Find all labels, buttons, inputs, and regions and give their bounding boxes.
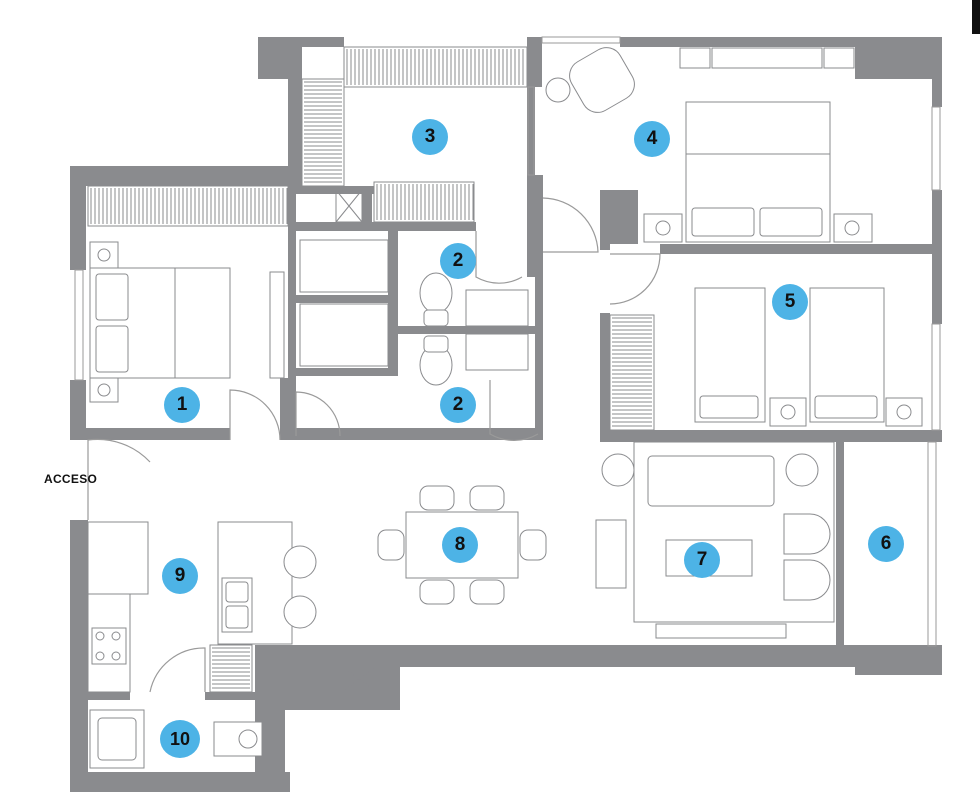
room-badge-3: 3 [412,119,448,155]
room-badge-8: 8 [442,527,478,563]
room-badge-10: 10 [160,720,200,758]
closet-hatching [90,49,652,689]
room-badge-5: 5 [772,284,808,320]
shafts [335,189,631,691]
furniture [87,47,923,769]
room-badge-7: 7 [684,542,720,578]
room-badge-4: 4 [634,121,670,157]
room-badge-9: 9 [162,558,198,594]
windows [74,36,941,647]
room-badge-1: 1 [164,387,200,423]
room-badge-2-lower: 2 [440,387,476,423]
entrance-label: ACCESO [44,472,98,486]
corner-tab [972,0,980,34]
doors [87,197,661,693]
room-badge-2-upper: 2 [440,243,476,279]
room-badge-6: 6 [868,526,904,562]
walls [70,37,942,792]
